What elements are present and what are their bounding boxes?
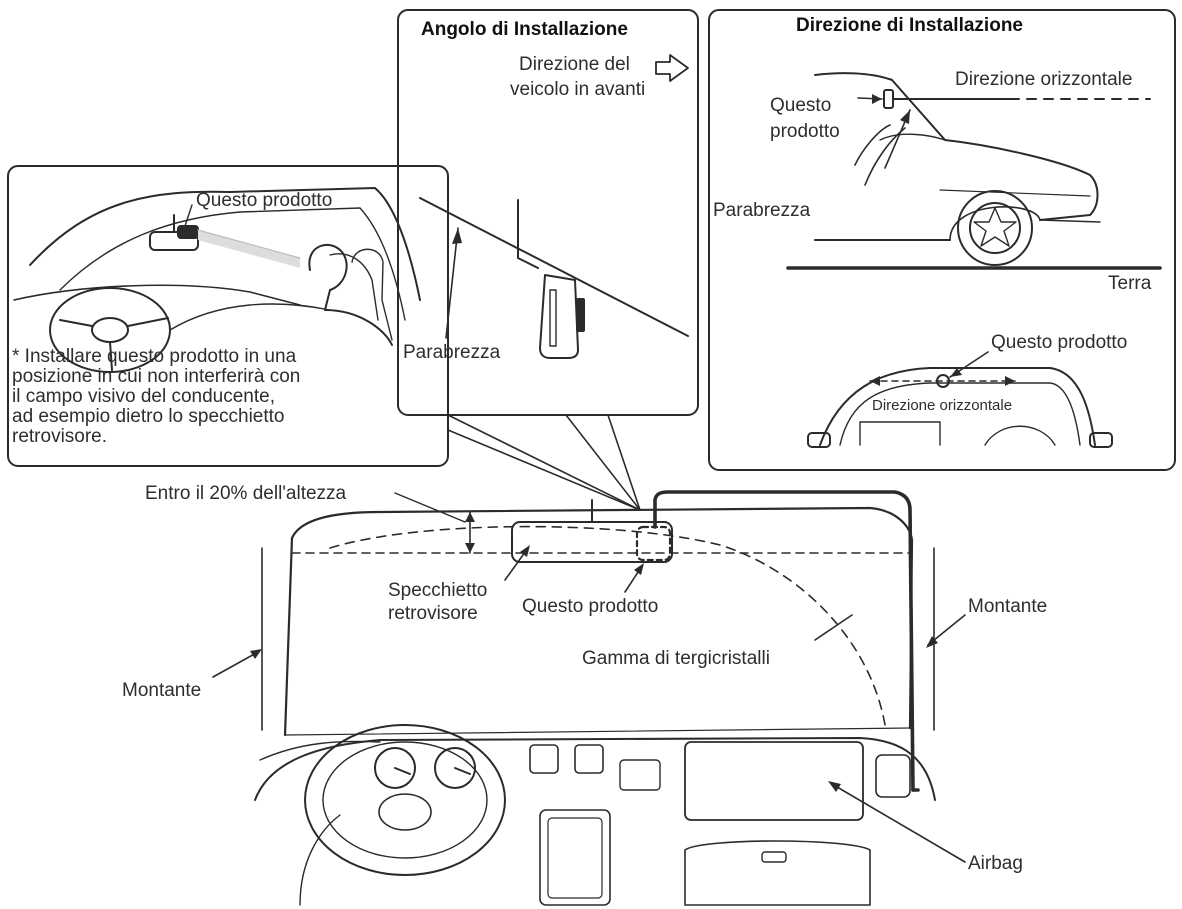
forward-direction-label-line2: veicolo in avanti: [510, 79, 645, 100]
angle-windshield-label: Parabrezza: [403, 342, 500, 363]
interior-product: [178, 226, 198, 238]
ground-label: Terra: [1108, 273, 1151, 294]
forward-arrow-icon: [656, 55, 688, 81]
pillar-left-label: Montante: [122, 680, 201, 701]
main-product-label: Questo prodotto: [522, 596, 658, 617]
angle-windshield-line: [420, 198, 688, 336]
install-note-line1: * Installare questo prodotto in una: [12, 347, 296, 367]
wiper-range-label: Gamma di tergicristalli: [582, 648, 770, 669]
callout-tail: [448, 415, 640, 510]
cable-route: [655, 492, 913, 790]
steering-wheel: [305, 725, 505, 875]
direction-product-label-line2: prodotto: [770, 121, 840, 142]
angle-product: [540, 275, 578, 358]
install-note-line3: il campo visivo del conducente,: [12, 387, 275, 407]
install-note-line5: retrovisore.: [12, 427, 107, 447]
interior-product-label: Questo prodotto: [196, 190, 332, 211]
rear-product-label: Questo prodotto: [991, 332, 1127, 353]
mirror-label-line2: retrovisore: [388, 603, 478, 624]
install-note-line4: ad esempio dietro lo specchietto: [12, 407, 285, 427]
angle-panel-title: Angolo di Installazione: [421, 19, 628, 40]
direction-windshield-label: Parabrezza: [713, 200, 810, 221]
direction-product-label-line1: Questo: [770, 95, 831, 116]
front-view: [213, 492, 965, 905]
horizontal-direction-label: Direzione orizzontale: [955, 69, 1132, 90]
airbag-label: Airbag: [968, 853, 1023, 874]
rear-horizontal-label: Direzione orizzontale: [872, 395, 1012, 416]
height-limit-label: Entro il 20% dell'altezza: [145, 483, 346, 504]
dashboard: [255, 738, 935, 800]
direction-panel-title: Direzione di Installazione: [796, 15, 1023, 36]
windshield-outline: [292, 508, 912, 728]
wiper-range-curve: [330, 527, 885, 725]
airbag-panel: [685, 742, 863, 820]
forward-direction-label-line1: Direzione del: [519, 54, 630, 75]
pillar-right-label: Montante: [968, 596, 1047, 617]
direction-product: [884, 90, 893, 108]
mirror-label-line1: Specchietto: [388, 580, 487, 601]
install-note-line2: posizione in cui non interferirà con: [12, 367, 300, 387]
